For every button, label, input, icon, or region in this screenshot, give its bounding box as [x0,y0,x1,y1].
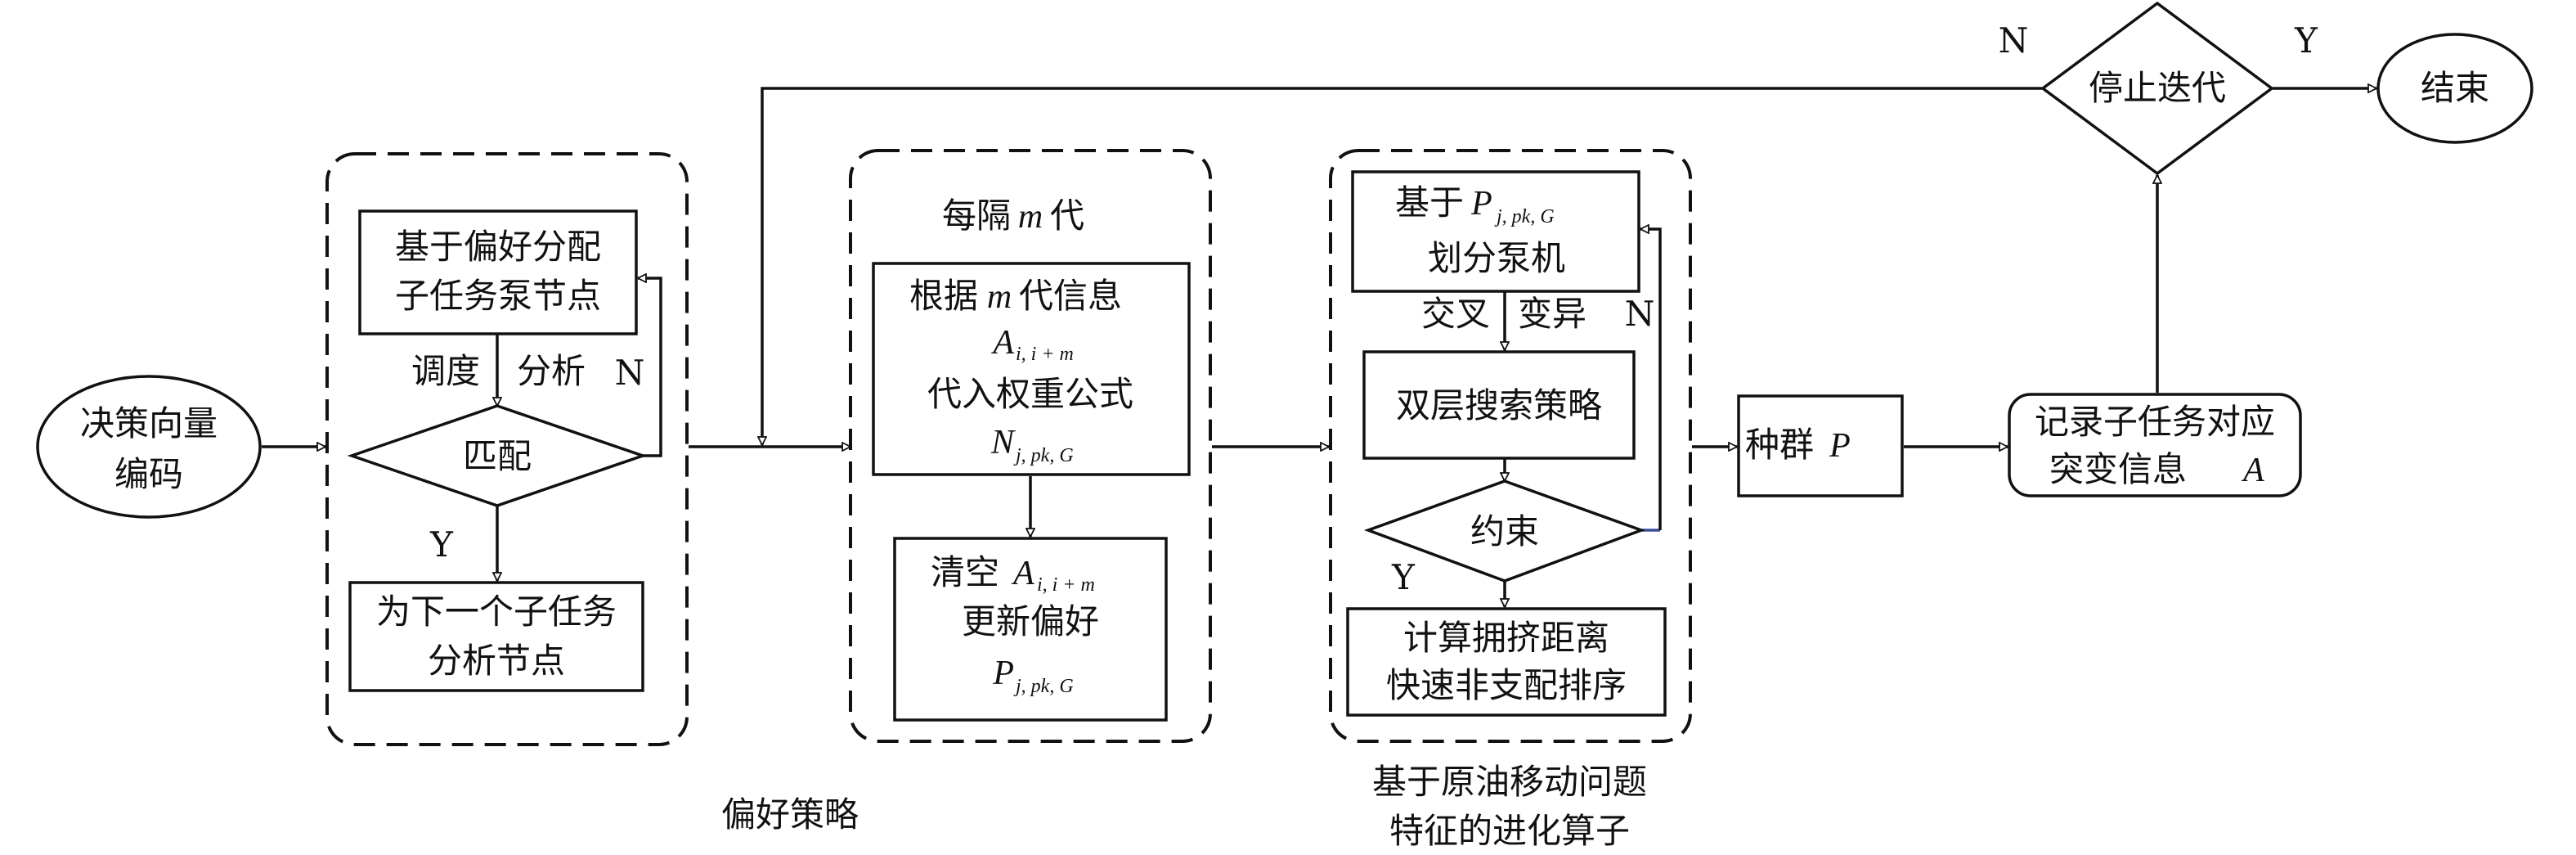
clear-var-sub: i, i + m [1037,574,1095,596]
end-label: 结束 [2421,68,2489,108]
divide-var: P [1470,185,1492,223]
by-m-suffix: 代信息 [1019,276,1122,316]
record-var: A [2241,452,2264,489]
edge-label-stop-n: N [1999,20,2029,61]
clear-prefix: 清空 [931,552,999,592]
next-subtask-node: 为下一个子任务 分析节点 [348,581,644,692]
stop-iter-decision: 停止迭代 [2040,1,2274,176]
by-m-var2-sub: i, i + m [1016,344,1074,365]
evolution-operator-caption-line1: 基于原油移动问题 [1372,762,1647,802]
edge-label-constraint-y: Y [1391,557,1416,597]
constraint-decision: 约束 [1363,479,1646,583]
divide-prefix: 基于 [1395,182,1464,223]
pref-assign-line2: 子任务泵节点 [395,276,601,316]
edge-label-match-n: N [615,353,645,393]
edge-label-crossover: 交叉 [1421,294,1490,334]
every-m-gen-title: 每隔 m 代 [942,196,1084,236]
end-node: 结束 [2376,33,2533,144]
decision-encode-node: 决策向量 编码 [36,375,262,519]
by-m-info-node: 根据 m 代信息 A i, i + m 代入权重公式 N j, pk, G [872,262,1191,476]
decision-encode-line1: 决策向量 [80,403,218,443]
by-m-prefix: 根据 [909,276,978,316]
match-label: 匹配 [463,436,532,476]
by-m-var3: N [990,424,1016,461]
every-m-prefix: 每隔 [942,196,1011,236]
crowding-line2: 快速非支配排序 [1386,665,1627,705]
crowding-node: 计算拥挤距离 快速非支配排序 [1346,607,1667,717]
crowding-line1: 计算拥挤距离 [1403,618,1609,658]
record-line2: 突变信息 [2049,449,2187,489]
population-node: 种群 P [1737,394,1904,497]
preference-strategy-group [325,152,689,746]
match-decision: 匹配 [347,404,648,507]
double-search-node: 双层搜索策略 [1362,350,1636,460]
evolution-operator-caption-line2: 特征的进化算子 [1389,811,1630,851]
record-node: 记录子任务对应 突变信息 A [2008,393,2302,497]
constraint-label: 约束 [1470,511,1539,551]
edge-label-stop-y: Y [2294,20,2318,61]
clear-line2: 更新偏好 [962,601,1099,641]
population-prefix: 种群 [1745,425,1814,465]
every-m-suffix: 代 [1050,196,1084,236]
preference-strategy-caption: 偏好策略 [721,794,859,835]
evolution-operator-group [1329,149,1692,743]
edge-label-constraint-n: N [1625,294,1655,334]
by-m-var2: A [990,324,1014,362]
divide-var-sub: j, pk, G [1494,206,1555,227]
edge-label-schedule: 调度 [411,351,480,391]
clear-var3-sub: j, pk, G [1013,676,1074,697]
divide-line2: 划分泵机 [1428,238,1565,278]
every-m-var: m [1018,198,1043,236]
next-subtask-line2: 分析节点 [428,641,565,681]
divide-pump-node: 基于 P j, pk, G 划分泵机 [1351,170,1640,293]
edge-label-analyze: 分析 [517,351,586,391]
decision-encode-line2: 编码 [114,454,183,494]
by-m-var3-sub: j, pk, G [1013,445,1074,466]
edge-label-match-y: Y [429,524,454,565]
pref-assign-node: 基于偏好分配 子任务泵节点 [358,209,638,335]
edge-label-mutation: 变异 [1518,294,1586,334]
population-var: P [1829,427,1851,465]
stop-iter-label: 停止迭代 [2089,68,2226,108]
double-search-label: 双层搜索策略 [1396,385,1602,425]
next-subtask-line1: 为下一个子任务 [376,592,617,632]
record-line1: 记录子任务对应 [2035,402,2275,442]
by-m-line3: 代入权重公式 [927,374,1133,414]
clear-var: A [1011,555,1034,592]
clear-var3: P [992,655,1014,692]
clear-node: 清空 A i, i + m 更新偏好 P j, pk, G [893,537,1168,722]
by-m-var: m [987,278,1012,316]
pref-assign-line1: 基于偏好分配 [395,227,601,267]
